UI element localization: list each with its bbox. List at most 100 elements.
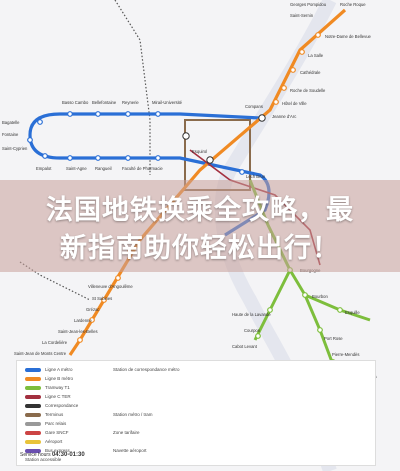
station-dot[interactable] [302,292,308,298]
legend-swatch-dark [25,403,41,408]
legend-row: Ligne C TER [25,393,71,400]
legend-row: Aéroport [25,438,62,445]
label-grezac: Grézac [86,307,100,312]
station-dot[interactable] [37,119,43,125]
interchange-marker[interactable] [206,156,214,164]
label-empalot: Empalot [36,166,52,171]
label-haute-lavande: Haute de la Lavande [232,312,271,317]
legend-item: Station accessible [25,457,62,462]
station-dot[interactable] [155,111,161,117]
label-st-jean-centre: Saint-Jean de Monts Centre [14,351,67,356]
legend-right-header: Station de correspondance métro [113,367,180,372]
legend-swatch-blue [25,367,41,372]
station-dot[interactable] [299,49,305,55]
label-roche: Roche Roque [340,2,366,7]
title-line-1: 法国地铁换乘全攻略，最 [46,195,354,226]
label-la-cordeliere: La Cordelière [42,340,68,345]
label-saint-cyprien: Saint-Cyprien [2,146,28,151]
service-hours-label: Service hours [20,452,51,458]
legend-row: Gare SNCF [25,429,69,436]
station-dot[interactable] [77,337,83,343]
legend-row: Correspondance [25,402,78,409]
station-dot[interactable] [115,275,121,281]
legend-row: Bus express [25,447,70,454]
stations-blue [27,111,245,175]
legend-item: Bus express [45,448,70,453]
legend-item: Terminus [45,412,64,417]
label-esquille: Esquille [345,310,360,315]
station-dot[interactable] [290,67,296,73]
station-dot[interactable] [42,153,48,159]
title-banner [0,180,400,272]
station-dot[interactable] [27,137,33,143]
station-dot[interactable] [155,155,161,161]
interchange-marker[interactable] [182,132,190,140]
legend-swatch-yellow [25,439,41,444]
label-la-salle: La Salle [308,53,324,58]
label-st-jean: Saint-Jean-les-Belles [58,329,98,334]
station-dot[interactable] [315,32,321,38]
legend-swatch-grey [25,421,41,426]
map-legend: Ligne A métro Ligne B métro Tramway T1 L… [16,360,376,466]
station-dot[interactable] [125,111,131,117]
legend-row: Navette aéroport [113,447,147,454]
station-dot[interactable] [125,155,131,161]
label-lech-brun: Lech Brun [246,174,266,179]
legend-item: Ligne C TER [45,394,71,399]
label-fontaine: Fontaine [2,132,19,137]
label-cabot-levant: Cabot Levant [232,344,258,349]
legend-item: Ligne B métro [45,376,74,381]
station-dot[interactable] [239,169,245,175]
legend-right-item: Navette aéroport [113,448,147,453]
legend-swatch-red [25,430,41,435]
station-dot[interactable] [89,317,95,323]
interchange-marker[interactable] [258,114,266,122]
label-st-sabine: St Sabines [92,296,112,301]
label-bellefontaine: Bellefontaine [92,100,117,105]
station-dot[interactable] [317,327,323,333]
legend-swatch-brown [25,412,41,417]
label-villeneuve: Villeneuve d'Angoulême [88,284,133,289]
label-saint-agne: Saint-Agne [66,166,87,171]
legend-swatch-crimson [25,394,41,399]
label-faculte: Faculté de Pharmacie [122,166,163,171]
legend-row: Parc relais [25,420,66,427]
legend-row: Tramway T1 [25,384,70,391]
station-dot[interactable] [281,85,287,91]
legend-item: Ligne A métro [45,367,73,372]
station-dot[interactable] [95,155,101,161]
legend-item: Correspondance [45,403,79,408]
legend-item: Gare SNCF [45,430,69,435]
label-basso-cambo: Basso Cambo [62,100,89,105]
label-compans: Compans [245,104,263,109]
label-notre-dame: Notre-Dame de Bellevue [325,34,372,39]
station-dot[interactable] [101,297,107,303]
label-bourbon: Bourbon [312,294,329,299]
legend-swatch-purple [25,448,41,453]
legend-right-item: Zone tarifaire [113,430,140,435]
label-hotel-de-ville: Hôtel de Ville [282,101,307,106]
station-dot[interactable] [67,155,73,161]
station-dot[interactable] [337,307,343,313]
station-dot[interactable] [267,307,273,313]
label-reynerie: Reynerie [122,100,139,105]
label-courpon: Courpon [244,328,261,333]
label-esquirol: Esquirol [192,149,207,154]
legend-item: Parc relais [45,421,67,426]
label-mirail: Mirail-Université [152,100,183,105]
station-dot[interactable] [67,111,73,117]
station-dot[interactable] [273,99,279,105]
page-title: 法国地铁换乘全攻略，最 新指南助你轻松出行！ [0,192,400,268]
legend-row: Ligne A métro [25,366,73,373]
label-jeanne-darc: Jeanne d'Arc [272,114,296,119]
interchanges [182,114,266,164]
line-dotted-north [114,0,151,175]
label-pierre-mendes: Pierre-Mendès [332,352,359,357]
legend-row: Zone tarifaire [113,429,140,436]
label-st-sernin: Saint-Sernin [290,13,314,18]
title-line-2: 新指南助你轻松出行！ [60,233,340,264]
station-dot[interactable] [255,333,261,339]
label-georges-pompidou: Georges Pompidou [290,2,327,7]
legend-row: Station de correspondance métro [113,366,180,373]
station-dot[interactable] [95,111,101,117]
